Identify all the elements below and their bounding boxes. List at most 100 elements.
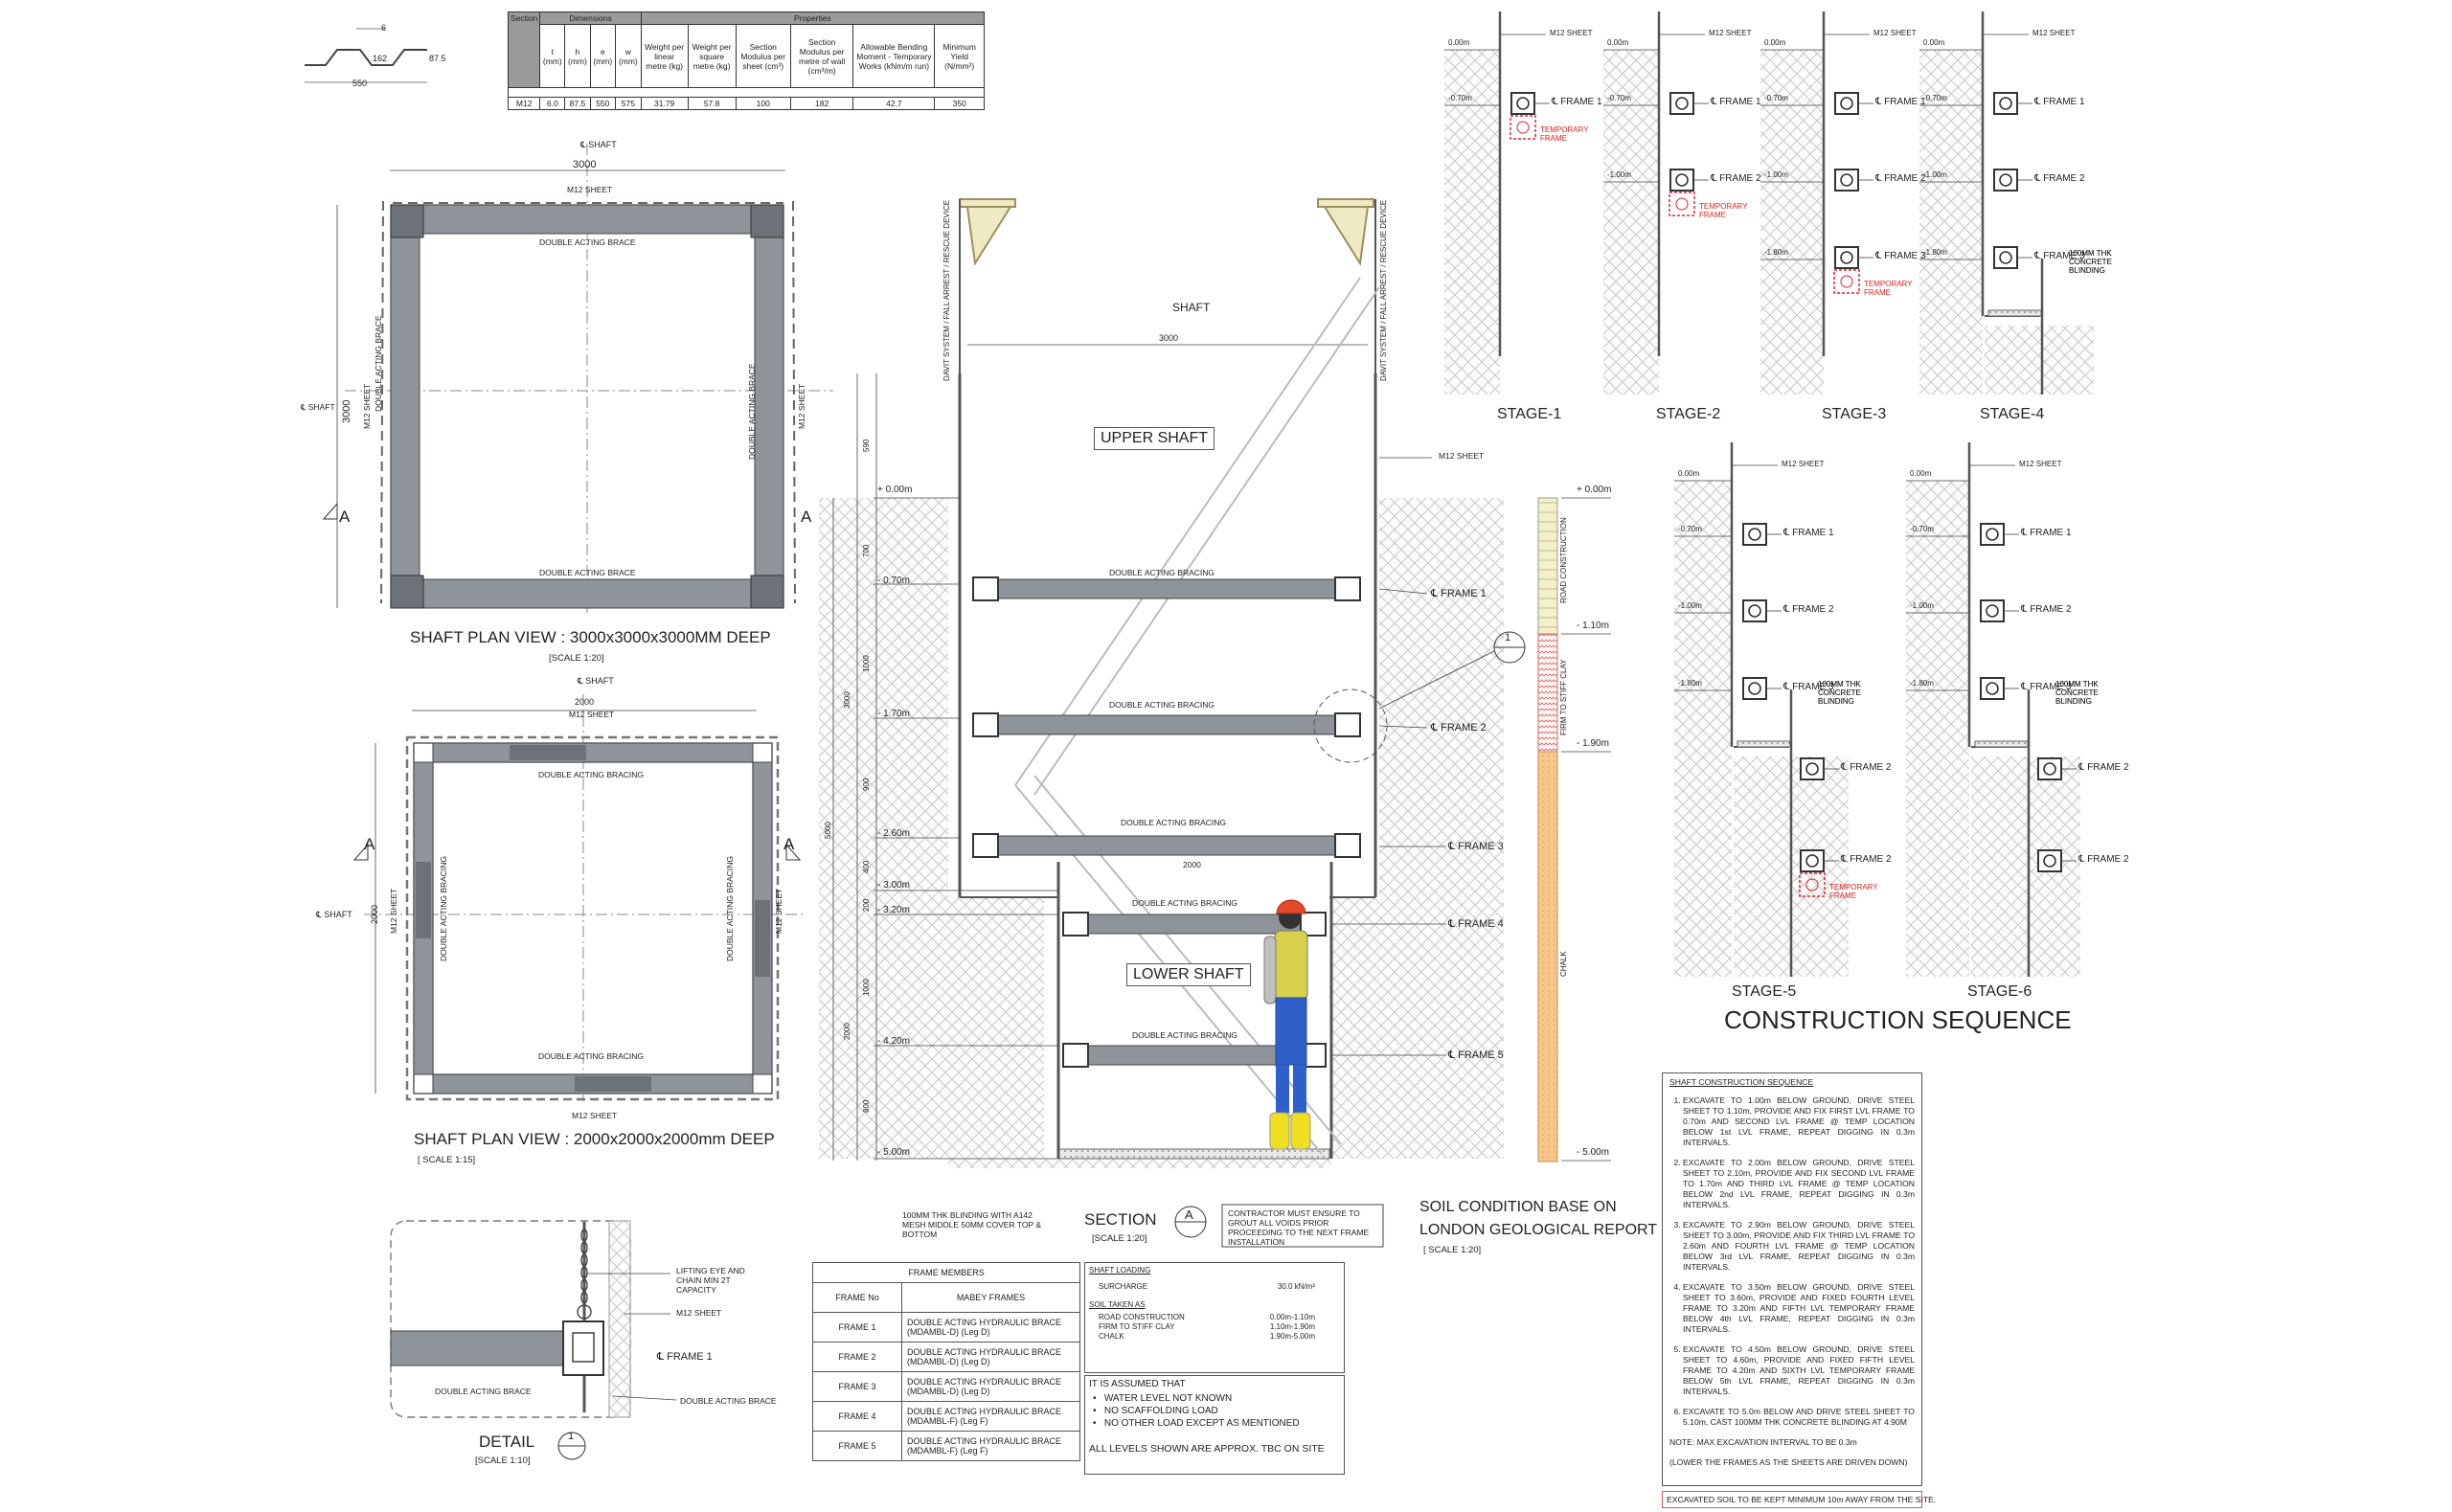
detail-brace-left: DOUBLE ACTING BRACE	[435, 1387, 532, 1396]
frame-box	[1993, 169, 2018, 192]
level: + 0.00m	[877, 485, 913, 495]
col-head: Weight per linear metre (kg)	[640, 24, 689, 88]
dim: 700	[862, 544, 871, 557]
lower-shaft-label: LOWER SHAFT	[1126, 963, 1251, 986]
stage-label: M12 SHEET	[2019, 460, 2062, 468]
temp-frame-ring	[1840, 275, 1853, 288]
frame-box	[2037, 757, 2062, 780]
stage-blinding	[1737, 740, 1791, 748]
col-head: e (mm)	[589, 24, 617, 88]
soil-scale: [ SCALE 1:20]	[1423, 1245, 1482, 1255]
stage-name: STAGE-1	[1497, 406, 1562, 422]
assumed-item: • NO SCAFFOLDING LOAD	[1093, 1406, 1218, 1416]
stage-soil	[1919, 50, 1983, 395]
stage-soil-lower	[1971, 756, 2080, 977]
section-davit-right: DAVIT SYSTEM / FALL ARREST / RESCUE DEVI…	[1379, 199, 1388, 381]
cell: 57.8	[687, 97, 737, 110]
section-shaft: SHAFT	[1172, 301, 1211, 314]
stage-label: TEMPORARY FRAME	[1864, 280, 1913, 297]
stage-label: ℄ FRAME 2	[2078, 762, 2129, 773]
plan1-shaft-left-text: SHAFT	[307, 402, 335, 412]
plan2-height: 2000	[370, 904, 379, 924]
stage-label: ℄ FRAME 1	[1875, 97, 1926, 107]
fm-h1: FRAME No	[812, 1282, 902, 1313]
cell: 350	[934, 97, 985, 110]
stage-label: M12 SHEET	[1873, 29, 1917, 37]
frame-tag-text: FRAME 4	[1458, 918, 1504, 930]
frame-ring	[1805, 762, 1819, 776]
frame-tag: ℄ FRAME 5	[1448, 1049, 1504, 1061]
stage-soil	[1674, 481, 1732, 977]
level: - 1.70m	[877, 709, 910, 719]
level: - 0.70m	[877, 575, 910, 586]
frame-ring	[1805, 854, 1819, 868]
stage-soil	[1760, 50, 1824, 395]
profile-dim-total: 550	[352, 79, 368, 88]
loading-surcharge-val: 30.0 kN/m²	[1277, 1282, 1315, 1291]
cell: 6.0	[539, 97, 566, 110]
seq-step: EXCAVATE TO 4.50m BELOW GROUND, DRIVE ST…	[1683, 1344, 1915, 1397]
stage-label: ℄ FRAME 1	[1783, 528, 1834, 538]
seq-step: EXCAVATE TO 5.0m BELOW AND DRIVE STEEL S…	[1683, 1407, 1915, 1428]
profile-dim-w: 162	[373, 54, 388, 63]
plan2-brace-right: DOUBLE ACTING BRACING	[725, 855, 735, 961]
dim: 200	[862, 898, 871, 912]
detail-frame-text: FRAME 1	[667, 1351, 713, 1363]
plan1-brace-right: DOUBLE ACTING BRACE	[747, 363, 757, 460]
stage-label: -1.80m	[1764, 248, 1788, 257]
col-head: Section Modulus per metre of wall (cm³/m…	[789, 24, 854, 88]
stage-label: -1.80m	[1923, 248, 1947, 257]
plan-view-3000	[322, 144, 845, 613]
frame-ring	[1986, 682, 1999, 695]
cell: 42.7	[852, 97, 936, 110]
soil-row-range: 0.00m-1.10m	[1269, 1313, 1315, 1321]
fm-frame: FRAME 5	[812, 1431, 902, 1461]
stage-label: 0.00m	[1448, 38, 1470, 47]
frame-box	[1742, 677, 1767, 700]
stage-name: STAGE-3	[1822, 406, 1887, 422]
plan2-shaft: ℄ SHAFT	[578, 676, 614, 686]
plan1-scale: [SCALE 1:20]	[549, 653, 604, 664]
fm-h2: MABEY FRAMES	[901, 1282, 1080, 1313]
cell: 100	[735, 97, 791, 110]
brace-label: DOUBLE ACTING BRACING	[1109, 568, 1215, 577]
seq-step: EXCAVATE TO 2.90m BELOW GROUND, DRIVE ST…	[1683, 1220, 1915, 1273]
seq-note: NOTE: MAX EXCAVATION INTERVAL TO BE 0.3m	[1669, 1437, 1857, 1447]
brace-label: DOUBLE ACTING BRACING	[1109, 700, 1215, 710]
plan2-sheet-left: M12 SHEET	[389, 888, 398, 934]
col-head: w (mm)	[615, 24, 642, 88]
stage-label: 0.00m	[1923, 38, 1945, 47]
assumed-item-text: NO SCAFFOLDING LOAD	[1103, 1406, 1218, 1416]
plan2-brace-top: DOUBLE ACTING BRACING	[538, 770, 645, 779]
profile-dim-h: 87.5	[429, 54, 446, 63]
temp-frame-ring	[1516, 121, 1530, 134]
stage-label: -1.00m	[1678, 601, 1702, 610]
sheet-properties-table: Section Dimensions Properties t (mm) h (…	[507, 11, 986, 110]
cell: 550	[589, 97, 617, 110]
col-head: Minimum Yield (N/mm²)	[934, 24, 985, 88]
fm-frame: FRAME 2	[812, 1342, 902, 1372]
temp-frame-box	[1799, 872, 1826, 897]
section-davit-left: DAVIT SYSTEM / FALL ARREST / RESCUE DEVI…	[942, 199, 951, 381]
level: - 3.20m	[877, 905, 910, 915]
stage-label: -1.80m	[1910, 679, 1934, 688]
stage-label: -1.00m	[1764, 170, 1788, 179]
stage-label: ℄ FRAME 1	[1552, 97, 1602, 107]
assumed-item: • WATER LEVEL NOT KNOWN	[1093, 1393, 1233, 1404]
construction-sequence-title: CONSTRUCTION SEQUENCE	[1724, 1005, 2072, 1034]
section-letter: A	[1185, 1207, 1193, 1222]
fm-brace: DOUBLE ACTING HYDRAULIC BRACE (MDAMBL-F)…	[901, 1401, 1080, 1432]
th-properties: Properties	[640, 11, 986, 25]
plan1-title: SHAFT PLAN VIEW : 3000x3000x3000MM DEEP	[410, 628, 771, 646]
stage-label: -1.80m	[1678, 679, 1702, 688]
frame-ring	[1999, 251, 2012, 264]
col-head: Weight per square metre (kg)	[687, 24, 737, 88]
detail-ref-num: 1	[1505, 632, 1511, 643]
section-m12: M12 SHEET	[1439, 451, 1485, 461]
plan2-bottom-sheet: M12 SHEET	[572, 1111, 618, 1120]
section-blinding: 100MM THK BLINDING WITH A142 MESH MIDDLE…	[902, 1210, 1042, 1239]
stage-label: M12 SHEET	[1709, 29, 1752, 37]
level: - 2.60m	[877, 828, 910, 839]
